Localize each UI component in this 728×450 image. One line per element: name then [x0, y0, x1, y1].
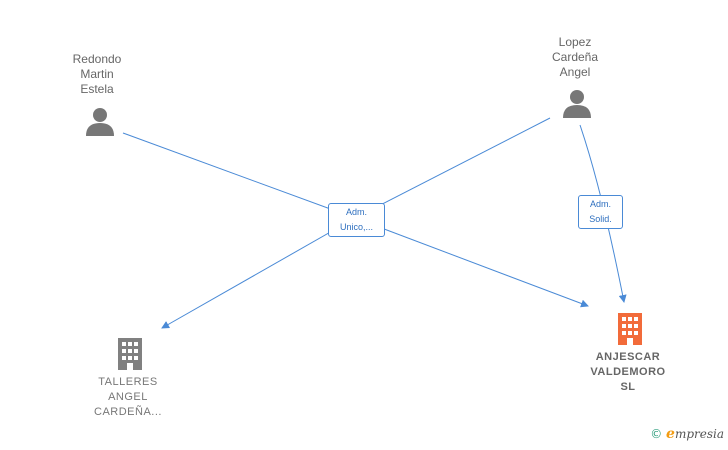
company-anjescar-name-2: VALDEMORO	[590, 366, 666, 378]
edge-lopez-hub	[354, 117, 551, 219]
edge-label-adm-unico[interactable]: Adm. Unico,...	[328, 203, 385, 237]
company-talleres-name-2: ANGEL	[108, 391, 148, 403]
company-anjescar-label[interactable]: ANJESCAR VALDEMORO SL	[563, 350, 693, 395]
person-lopez-name-1: Lopez	[558, 35, 592, 49]
building-icon[interactable]	[115, 336, 145, 370]
brand-initial: e	[666, 426, 675, 442]
brand-logo: © empresia	[650, 426, 724, 442]
edge-hub-talleres	[161, 217, 356, 329]
edge-redondo-hub	[122, 132, 356, 219]
company-talleres-label[interactable]: TALLERES ANGEL CARDEÑA...	[63, 375, 193, 420]
person-lopez-name-2: Cardeña	[551, 50, 599, 64]
person-icon[interactable]	[562, 88, 592, 118]
person-lopez-name-3: Angel	[559, 65, 591, 79]
company-anjescar-name-3: SL	[620, 381, 636, 393]
edge-label-adm-unico-line1: Adm.	[345, 207, 367, 217]
edge-label-adm-solid-line1: Adm.	[589, 199, 611, 209]
company-anjescar-name-1: ANJESCAR	[595, 351, 661, 363]
brand-name: mpresia	[674, 427, 724, 441]
company-talleres-name-3: CARDEÑA...	[94, 406, 162, 418]
copyright-icon: ©	[650, 427, 663, 441]
person-redondo-name-2: Martin	[80, 67, 114, 81]
person-lopez-label[interactable]: Lopez Cardeña Angel	[515, 35, 635, 80]
edge-label-adm-solid-line2: Solid.	[589, 214, 612, 224]
edge-label-adm-unico-line2: Unico,...	[339, 222, 373, 232]
building-icon[interactable]	[615, 311, 645, 345]
person-icon[interactable]	[85, 106, 115, 136]
person-redondo-name-3: Estela	[80, 82, 114, 96]
edge-label-adm-solid[interactable]: Adm. Solid.	[578, 195, 623, 229]
company-talleres-name-1: TALLERES	[98, 376, 158, 388]
person-redondo-name-1: Redondo	[72, 52, 122, 66]
person-redondo-label[interactable]: Redondo Martin Estela	[37, 52, 157, 97]
edge-hub-anjescar	[354, 217, 589, 308]
